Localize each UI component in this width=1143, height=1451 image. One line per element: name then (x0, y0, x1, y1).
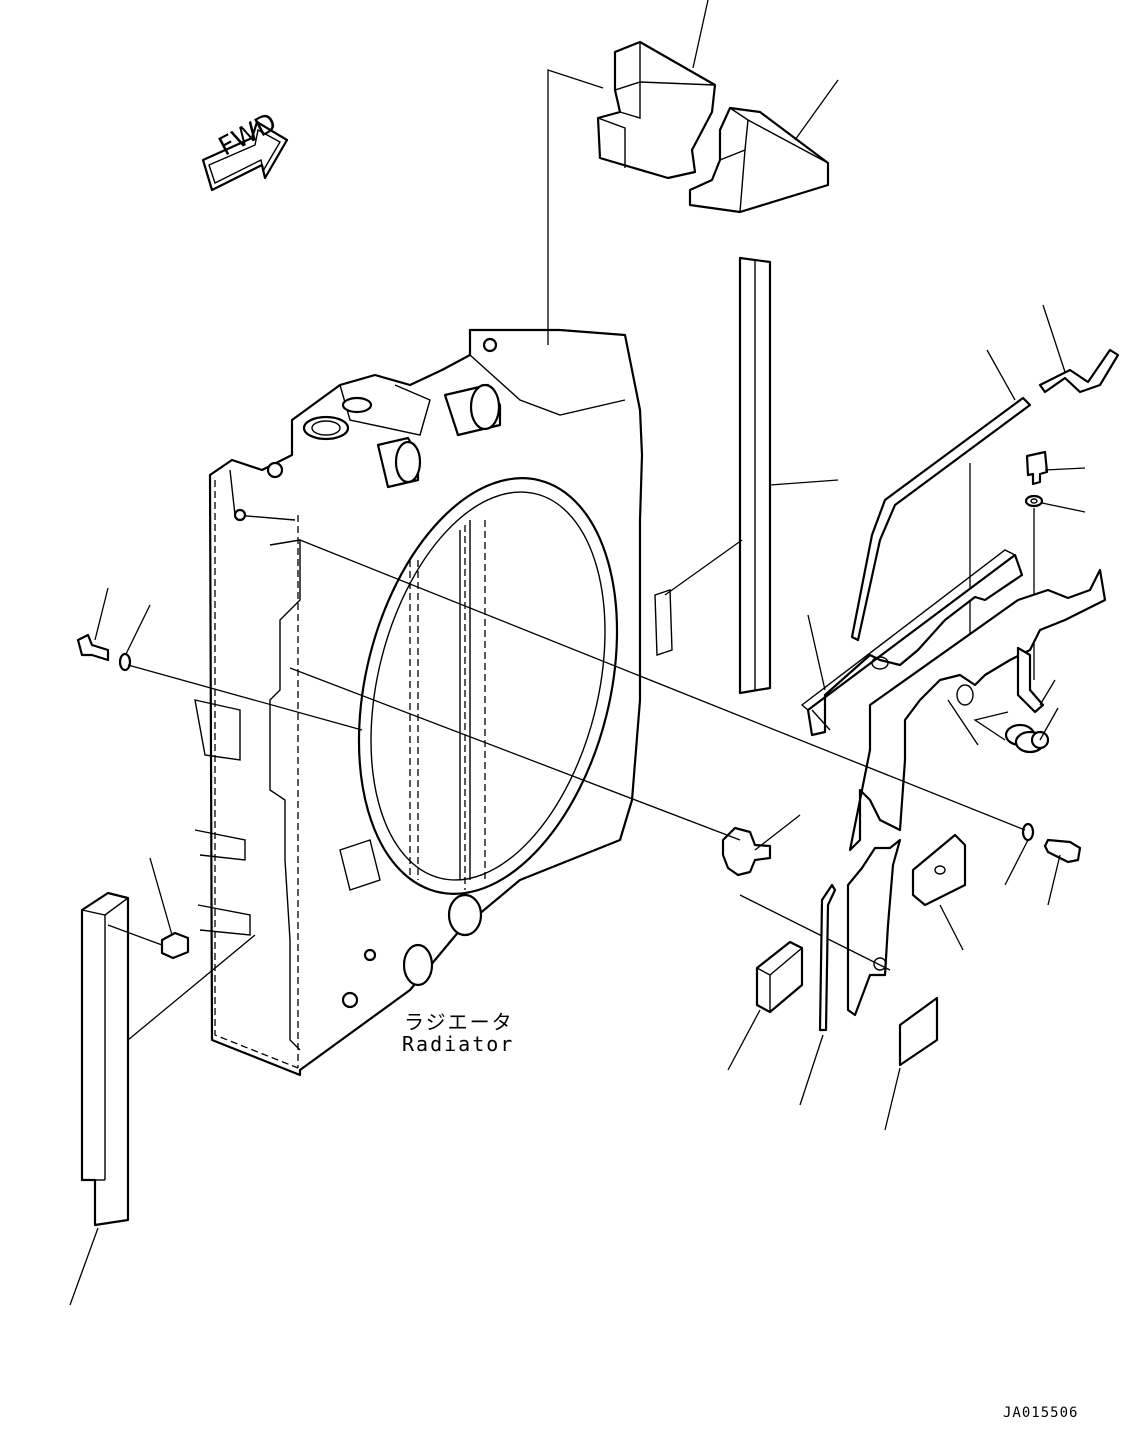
bolt-left (76, 633, 110, 662)
upper-seal-left (596, 40, 717, 180)
radiator-label-japanese: ラジエータ (404, 1010, 514, 1034)
vertical-seal-left (80, 891, 130, 1227)
bolt-top-right (1025, 450, 1049, 486)
radiator-frame (194, 328, 673, 1077)
thin-seal-strip (850, 396, 1032, 642)
lower-seal-block (800, 549, 1024, 737)
bolt-lower-right (1043, 838, 1082, 864)
lower-bracket-plate (846, 838, 902, 1017)
washer-top-right (1024, 494, 1044, 508)
washer-lower-right (1021, 822, 1035, 842)
upper-seal-right (688, 106, 830, 214)
drawing-number: JA015506 (1003, 1405, 1079, 1421)
radiator-label-english: Radiator (402, 1032, 515, 1056)
pad-lower-center (755, 940, 804, 1014)
pad-right (911, 833, 967, 907)
washer-left (118, 652, 132, 672)
forward-arrow-icon (201, 120, 289, 192)
plate-lower (898, 996, 939, 1067)
clip-bracket (1038, 348, 1120, 394)
small-block (160, 931, 190, 960)
thin-strip-lower (818, 883, 837, 1032)
rubber-mount-center (721, 826, 772, 877)
shroud-bracket-plate (848, 568, 1107, 852)
vertical-seal-bar (738, 256, 772, 695)
rubber-mount-right (1004, 723, 1050, 754)
